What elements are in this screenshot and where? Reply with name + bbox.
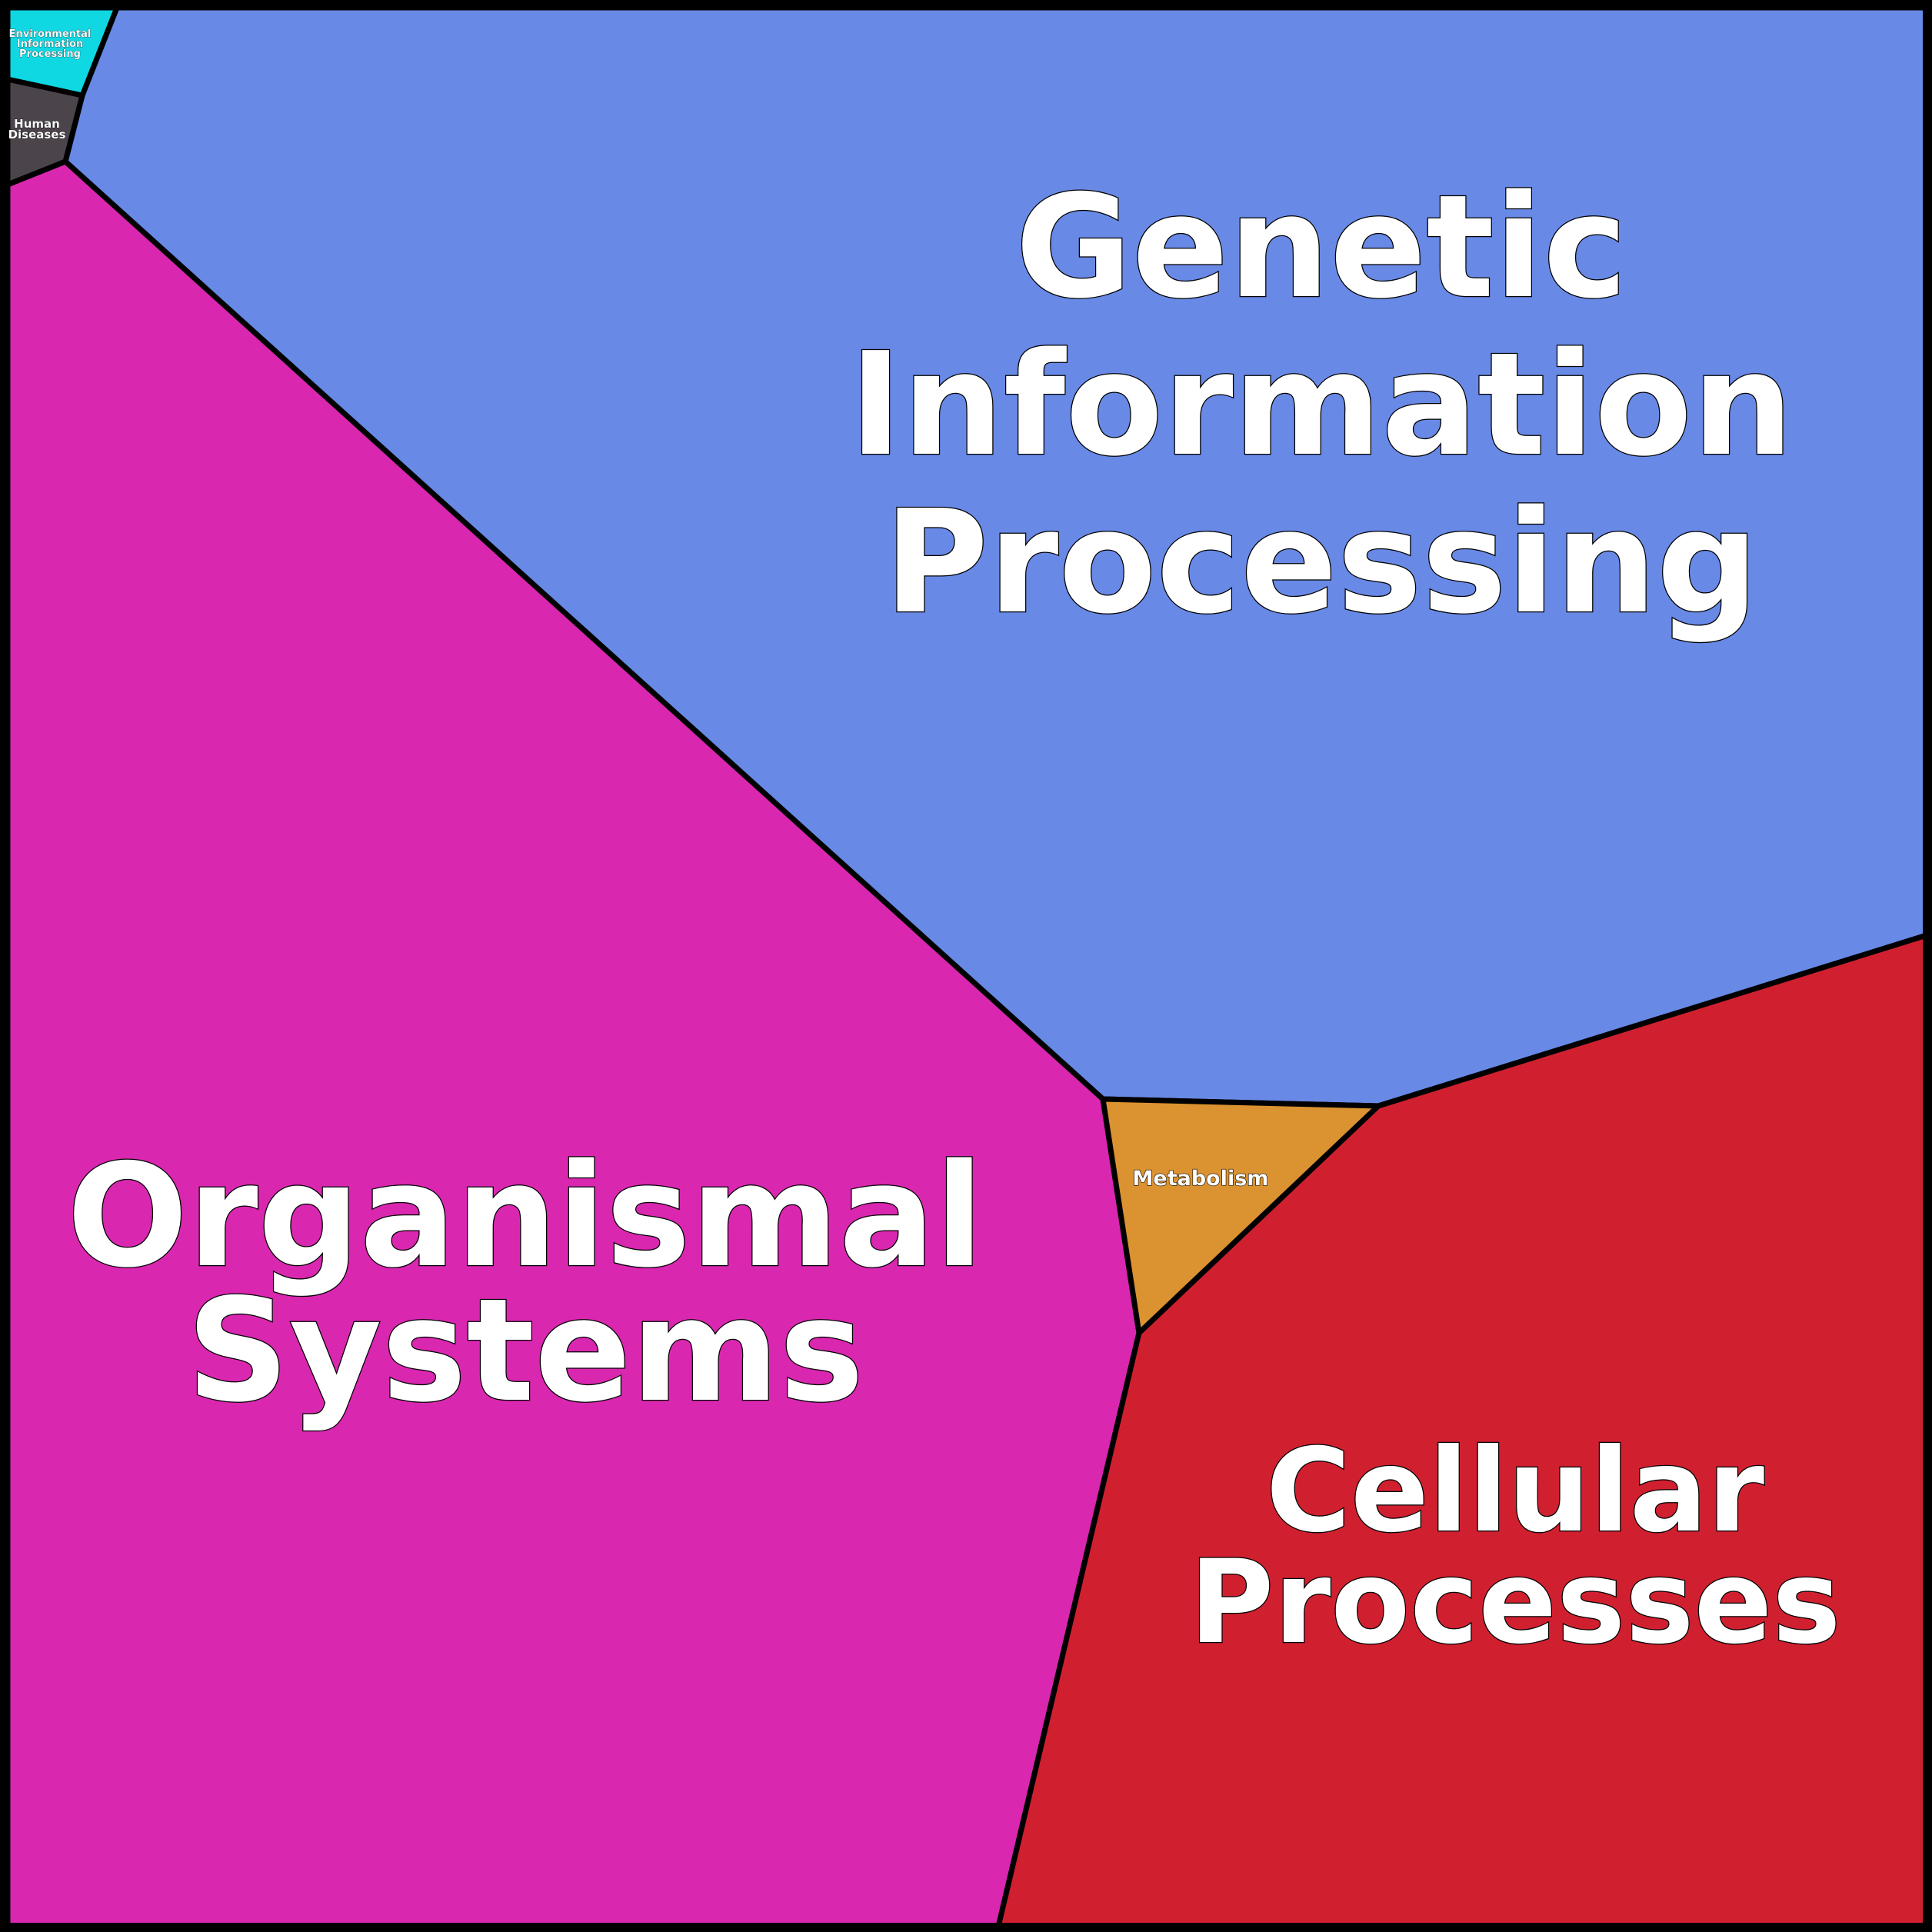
cell-label-line: Processing [19,48,81,60]
cell-label-line: Human [14,117,60,131]
cell-metabolism [1100,1096,1381,1336]
cell-label-line: Processes [1189,1536,1840,1670]
cell-label-line: Genetic [1015,164,1627,330]
cell-label-line: Information [849,321,1794,488]
cell-label-line: Cellular [1266,1424,1764,1558]
cell-label-line: Environmental [9,28,92,40]
cell-label-line: Metabolism [1133,1167,1269,1191]
cells-layer [5,5,1930,1930]
cell-label-line: Systems [187,1267,864,1434]
cell-label-line: Processing [884,479,1759,645]
cell-label-line: Organismal [67,1133,984,1299]
cell-label-line: Diseases [8,128,66,142]
cell-label-metabolism: Metabolism [1133,1167,1269,1191]
cell-label-line: Information [17,38,83,50]
